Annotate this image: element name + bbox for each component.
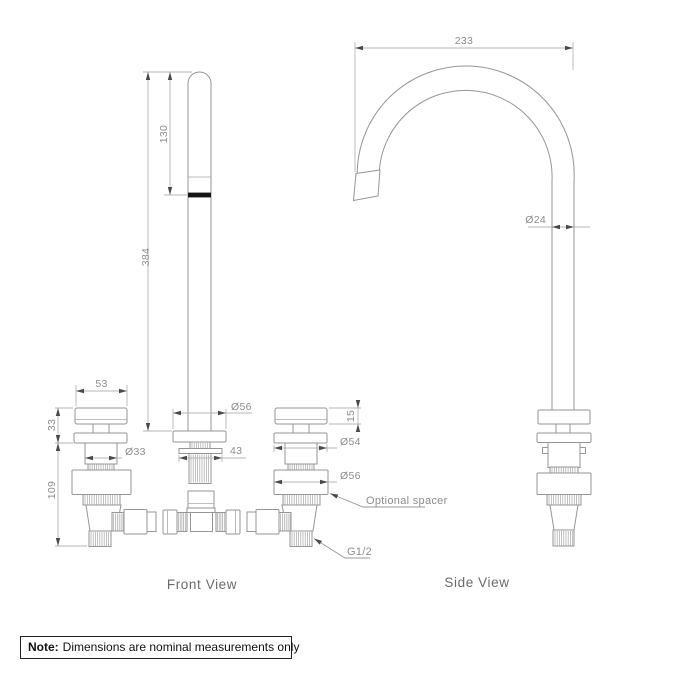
spout-base-flange bbox=[172, 430, 227, 443]
right-outlet-rib-lines bbox=[280, 513, 291, 531]
right-outlet-nut bbox=[255, 509, 280, 535]
side-cartridge bbox=[547, 442, 581, 468]
front-tee-connector bbox=[162, 490, 241, 535]
right-threaded-collar bbox=[282, 494, 321, 506]
side-spacer-block bbox=[536, 472, 592, 495]
dim-o56-base-label: Ø56 bbox=[231, 401, 252, 413]
side-valve-body bbox=[549, 504, 579, 531]
tee-left-rib-lines bbox=[178, 513, 186, 531]
left-outlet-endcap bbox=[146, 511, 157, 532]
left-handle-stem bbox=[92, 423, 110, 434]
dimension-annotations: 130 384 53 33 109 Ø33 Ø56 bbox=[46, 35, 590, 559]
dim-33-label: 33 bbox=[46, 419, 58, 431]
dim-15-label: 15 bbox=[345, 410, 357, 422]
dim-o33-label: Ø33 bbox=[125, 446, 146, 458]
left-ring-ribs bbox=[89, 464, 113, 470]
spout-base-plate bbox=[178, 448, 223, 454]
side-threaded-collar bbox=[546, 494, 582, 506]
dim-53-label: 53 bbox=[95, 378, 107, 390]
side-view bbox=[352, 65, 592, 547]
left-cartridge bbox=[84, 442, 118, 465]
dim-233-label: 233 bbox=[455, 35, 473, 47]
right-handle-bar bbox=[274, 407, 328, 425]
right-handle-stem bbox=[292, 423, 310, 434]
tee-top-connector bbox=[187, 490, 215, 509]
tee-right-nut bbox=[225, 509, 241, 535]
left-outlet-rib-lines bbox=[113, 513, 124, 531]
dim-o56-spacer-label: Ø56 bbox=[340, 470, 361, 482]
dim-43-label: 43 bbox=[230, 445, 242, 457]
left-spacer-block bbox=[71, 469, 132, 495]
left-collar-threads bbox=[84, 495, 118, 505]
left-escutcheon bbox=[73, 432, 128, 444]
front-valve-right bbox=[246, 407, 329, 547]
left-handle-bar bbox=[74, 407, 128, 425]
callout-optional-spacer: Optional spacer bbox=[366, 495, 448, 507]
gooseneck-tip bbox=[352, 169, 381, 202]
side-view-label: Side View bbox=[444, 575, 509, 590]
neck-ribs bbox=[191, 442, 208, 449]
note-prefix: Note: bbox=[28, 640, 59, 654]
spout-tube bbox=[187, 71, 212, 432]
dim-130-label: 130 bbox=[158, 125, 170, 143]
right-collar-threads bbox=[284, 495, 318, 505]
side-collar-threads bbox=[548, 495, 580, 505]
dim-109-label: 109 bbox=[46, 481, 58, 499]
tee-left-nut bbox=[162, 509, 178, 535]
front-spout bbox=[172, 71, 227, 484]
dim-384-label: 384 bbox=[140, 248, 152, 266]
front-view bbox=[71, 71, 329, 547]
left-threaded-collar bbox=[82, 494, 121, 506]
front-view-label: Front View bbox=[167, 577, 237, 592]
right-tail-threads bbox=[291, 532, 310, 546]
tee-right-rib-lines bbox=[217, 513, 225, 531]
tee-body bbox=[190, 512, 213, 532]
right-escutcheon bbox=[273, 432, 328, 444]
shank-threads bbox=[190, 454, 209, 483]
left-tail-threads bbox=[90, 532, 109, 546]
side-lower-flange bbox=[536, 432, 592, 443]
note-box: Note:Dimensions are nominal measurements… bbox=[20, 636, 299, 659]
side-upper-flange bbox=[537, 409, 591, 425]
right-outlet-endcap bbox=[246, 511, 257, 532]
callout-thread: G1/2 bbox=[347, 546, 372, 558]
spout-aerator-band bbox=[188, 192, 211, 198]
side-tab-right bbox=[579, 447, 586, 454]
side-neck bbox=[555, 423, 571, 434]
right-cartridge bbox=[284, 442, 318, 465]
gooseneck-spout bbox=[356, 65, 575, 410]
right-ring-ribs bbox=[289, 464, 313, 470]
side-ring-ribs bbox=[551, 467, 576, 473]
left-outlet-nut bbox=[123, 509, 148, 535]
tee-shoulder bbox=[186, 507, 216, 513]
spout-base-neck bbox=[189, 441, 211, 450]
dim-o24-label: Ø24 bbox=[525, 214, 546, 226]
dim-o54-label: Ø54 bbox=[340, 436, 361, 448]
note-text: Dimensions are nominal measurements only bbox=[62, 640, 300, 654]
side-tail-threads bbox=[554, 531, 573, 546]
side-tab-left bbox=[542, 447, 549, 454]
front-valve-left bbox=[71, 407, 157, 547]
